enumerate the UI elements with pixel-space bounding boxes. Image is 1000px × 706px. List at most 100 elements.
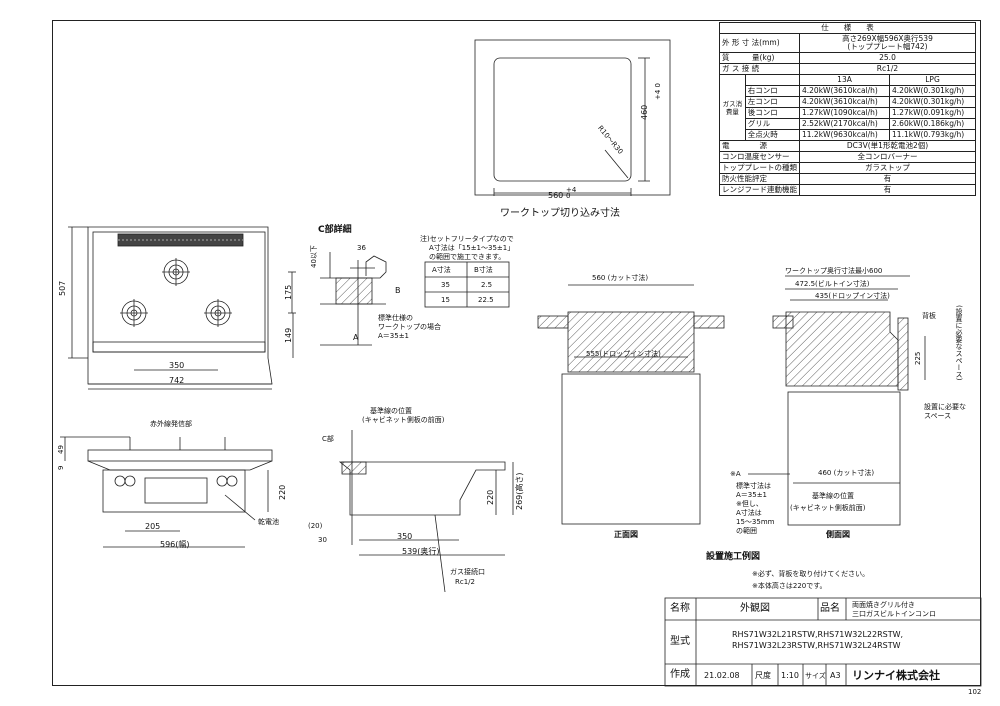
install-side-dim-225: 225 xyxy=(914,351,922,365)
side-dim-30: 30 xyxy=(318,536,327,544)
top-dim-175: 175 xyxy=(284,284,293,300)
tb-company: リンナイ株式会社 xyxy=(852,669,940,682)
cutout-width: 560 xyxy=(548,191,564,200)
install-front-cut-label: (カット寸法) xyxy=(607,274,649,282)
tb-product-line1: 両面焼きグリル付き xyxy=(852,601,915,609)
note-line2: A寸法は「15±1～35±1」 xyxy=(429,244,515,252)
side-gas-conn2: Rc1/2 xyxy=(455,578,475,586)
top-view-drawing xyxy=(68,226,296,390)
front-dim-596: 596(幅) xyxy=(160,540,190,549)
sheet-border xyxy=(52,20,981,686)
side-c-part: C部 xyxy=(322,435,334,443)
side-ref2: (キャビネット側板の前面) xyxy=(362,416,445,424)
side-dim-20: (20) xyxy=(308,522,323,530)
note-col-b: B寸法 xyxy=(474,266,493,274)
install-side-cut: 460 (カット寸法) xyxy=(818,469,874,477)
tb-name-label: 名称 xyxy=(670,603,690,614)
title-block-lines xyxy=(664,597,982,687)
install-example-note1: ※必ず、背板を取り付けてください。 xyxy=(752,570,870,578)
install-front-caption: 正面図 xyxy=(614,530,638,539)
side-gas-conn1: ガス接続口 xyxy=(450,568,485,576)
install-side-dim-600: ワークトップ奥行寸法最小600 xyxy=(785,267,883,275)
note-table-lines xyxy=(424,261,510,308)
install-side-drawing xyxy=(748,275,926,526)
install-side-caption: 側面図 xyxy=(826,530,850,539)
front-sensor-label: 赤外線発信部 xyxy=(150,420,192,428)
cutout-drawing xyxy=(474,39,671,196)
tb-page-number: 102 xyxy=(968,688,982,696)
install-side-star-a: ※A xyxy=(730,470,741,478)
install-example-title: 設置施工例図 xyxy=(706,552,761,562)
tb-models-line2: RHS71W32L23RSTW,RHS71W32L24RSTW xyxy=(732,641,901,650)
install-side-cut-value: 460 xyxy=(818,469,832,477)
top-dim-742: 742 xyxy=(169,376,185,385)
note-col-a: A寸法 xyxy=(432,266,451,274)
install-side-std4: A寸法は xyxy=(736,509,762,517)
front-battery-label: 乾電池 xyxy=(258,518,279,526)
top-dim-149: 149 xyxy=(284,327,293,343)
install-side-std3: ※但し、 xyxy=(736,500,763,508)
cutout-width-tol-lower: 0 xyxy=(566,192,571,200)
cutout-title: ワークトップ切り込み寸法 xyxy=(500,208,620,219)
install-side-std6: の範囲 xyxy=(736,527,757,535)
front-dim-9: 9 xyxy=(57,465,65,470)
front-view-drawing xyxy=(60,436,273,548)
side-view-drawing xyxy=(338,430,514,593)
install-side-space2: スペース xyxy=(924,412,952,420)
tb-size-value: A3 xyxy=(830,671,841,680)
front-dim-205: 205 xyxy=(145,522,161,531)
front-dim-220: 220 xyxy=(278,484,287,500)
side-dim-220: 220 xyxy=(486,489,495,505)
install-side-std5: 15～35mm xyxy=(736,518,775,526)
cutout-depth: 460 xyxy=(640,104,649,120)
top-dim-507: 507 xyxy=(58,280,67,296)
c-detail-label-a: A xyxy=(353,333,359,342)
cutout-depth-tol-lower: 0 xyxy=(654,82,662,88)
c-detail-title: C部詳細 xyxy=(318,225,352,235)
note-cell: 35 xyxy=(441,281,450,289)
install-side-back-board: 背板 xyxy=(922,312,936,320)
tb-name-value: 外観図 xyxy=(740,603,770,614)
note-cell: 22.5 xyxy=(478,296,494,304)
c-detail-dim-36: 36 xyxy=(357,244,366,252)
install-front-drawing xyxy=(537,284,725,525)
spec-table: 仕 様 表 外 形 寸 法(mm) 高さ269X幅596X奥行539 (トッププ… xyxy=(719,22,976,196)
spec-dimensions-text: 高さ269X幅596X奥行539 xyxy=(842,34,933,43)
install-side-dim-435: 435(ドロップイン寸法) xyxy=(815,292,890,300)
spec-value-hood: 有 xyxy=(799,184,976,196)
note-line3: の範囲で施工できます。 xyxy=(429,253,506,261)
c-detail-label-b: B xyxy=(395,286,401,295)
c-detail-note3: A＝35±1 xyxy=(378,332,410,340)
front-dim-49: 49 xyxy=(57,445,65,454)
spec-gas-consumption-label: ガス消費量 xyxy=(719,74,746,141)
install-front-dropin: 555(ドロップイン寸法) xyxy=(586,350,661,358)
install-side-space1: 設置に必要な xyxy=(924,403,966,411)
top-dim-350: 350 xyxy=(169,361,185,370)
c-detail-drawing xyxy=(320,252,387,346)
install-side-space-v: (設置に必要なスペース) xyxy=(955,305,963,381)
side-ref1: 基準線の位置 xyxy=(370,407,412,415)
side-dim-350: 350 xyxy=(397,532,413,541)
c-detail-dim-40: 40以下 xyxy=(310,245,318,268)
note-cell: 15 xyxy=(441,296,450,304)
spec-topplate-text: (トッププレート幅742) xyxy=(847,42,928,51)
spec-label-hood: レンジフード連動機能 xyxy=(719,184,800,196)
note-cell: 2.5 xyxy=(481,281,493,289)
side-dim-269: 269(高さ) xyxy=(515,472,524,510)
cutout-depth-tol: +4 0 xyxy=(654,83,662,100)
side-dim-539: 539(奥行) xyxy=(402,547,440,556)
tb-models-line1: RHS71W32L21RSTW,RHS71W32L22RSTW, xyxy=(732,630,904,639)
tb-scale-value: 1:10 xyxy=(781,671,799,680)
cutout-width-tol-upper: +4 xyxy=(566,186,577,194)
install-side-std1: 標準寸法は xyxy=(736,482,771,490)
tb-date-label: 作成 xyxy=(670,669,690,680)
note-line1: 注)セットフリータイプなので xyxy=(420,235,514,243)
install-front-cut: 560 (カット寸法) xyxy=(592,274,648,282)
install-side-ref2: (キャビネット側板前面) xyxy=(790,504,866,512)
install-side-cut-label: (カット寸法) xyxy=(833,469,875,477)
install-example-note2: ※本体高さは220です。 xyxy=(752,582,827,590)
cutout-depth-tol-upper: +4 xyxy=(654,89,662,100)
